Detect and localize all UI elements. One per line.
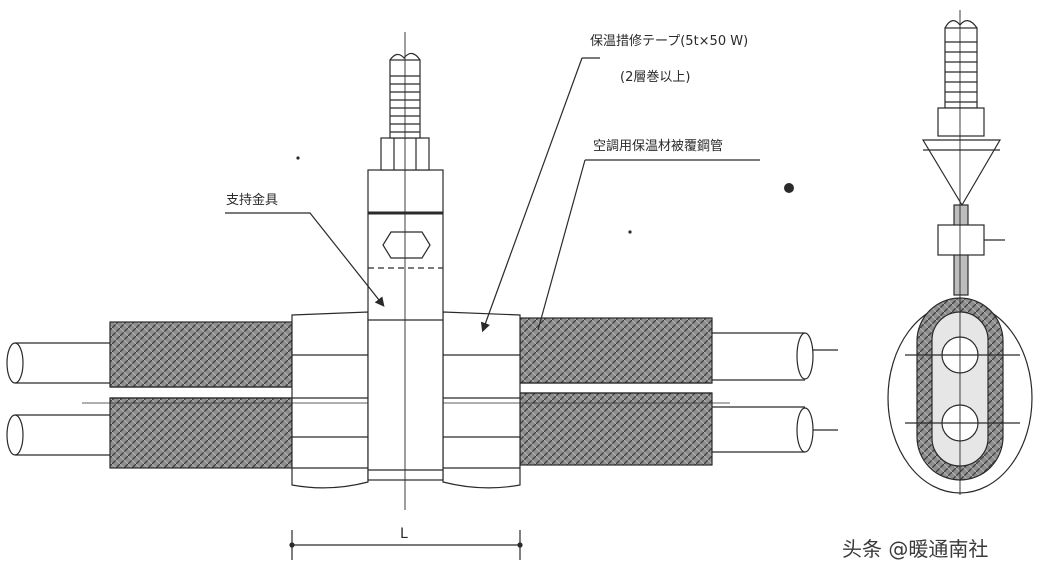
right-pipe-ends xyxy=(712,332,838,453)
leader-lines xyxy=(225,57,760,333)
support-bracket xyxy=(367,169,444,481)
front-view xyxy=(6,32,838,560)
side-view xyxy=(887,10,1033,495)
right-insulation xyxy=(519,317,713,466)
tape-label: 保温措修テープ(5t×50 W) xyxy=(590,34,748,49)
dimension-line xyxy=(289,530,523,560)
tape-note-label: (2層巻以上) xyxy=(620,70,690,85)
support-label: 支持金具 xyxy=(226,192,278,208)
left-pipe-ends xyxy=(6,342,110,456)
pipe-material-label: 空調用保温材被覆鋼管 xyxy=(593,139,723,154)
length-label: L xyxy=(400,526,408,542)
left-insulation xyxy=(109,321,293,469)
watermark: 头条 @暖通南社 xyxy=(842,537,988,561)
